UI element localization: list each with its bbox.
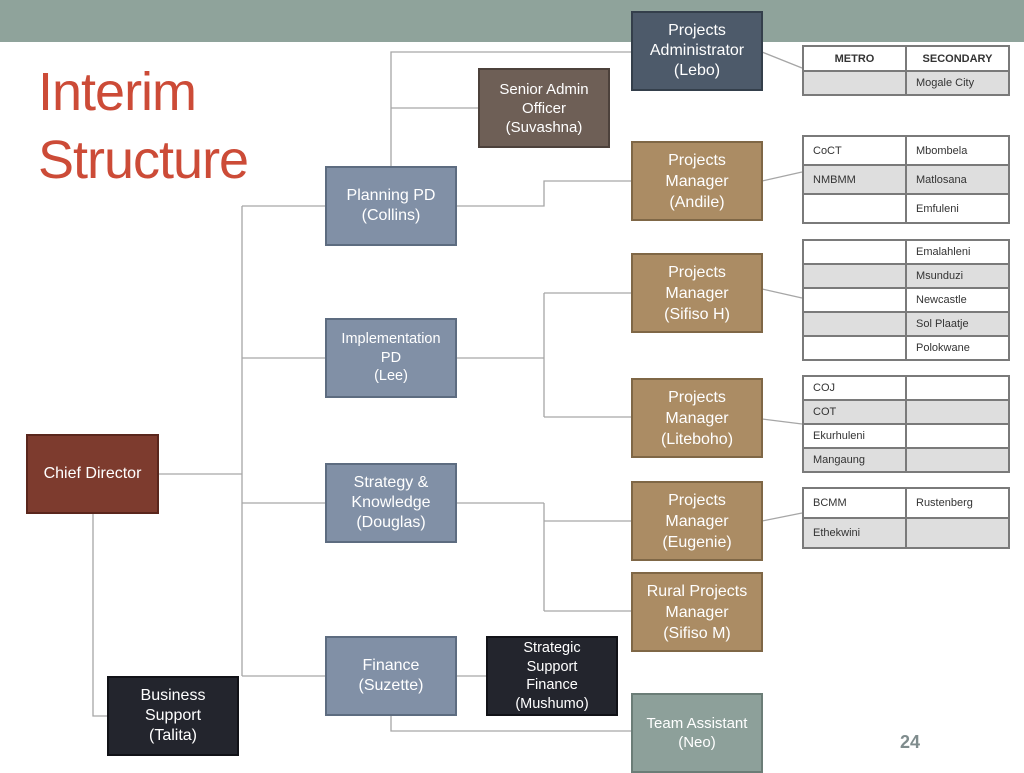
table-cell: NMBMM xyxy=(802,164,907,195)
chief-director-box: Chief Director xyxy=(26,434,159,514)
table-cell: Ekurhuleni xyxy=(802,423,907,449)
lebo-municipality-table: METRO SECONDARY Mogale City xyxy=(802,45,1010,96)
table-row: CoCT Mbombela xyxy=(802,135,1010,166)
table-cell xyxy=(905,375,1010,401)
projects-manager-eugenie-box: Projects Manager (Eugenie) xyxy=(631,481,763,561)
table-row: NMBMM Matlosana xyxy=(802,164,1010,195)
table-row: Ekurhuleni xyxy=(802,423,1010,449)
table-row: BCMM Rustenberg xyxy=(802,487,1010,519)
table-cell: COT xyxy=(802,399,907,425)
eugenie-municipality-table: BCMM Rustenberg Ethekwini xyxy=(802,487,1010,549)
business-support-box: Business Support (Talita) xyxy=(107,676,239,756)
rural-projects-manager-box: Rural Projects Manager (Sifiso M) xyxy=(631,572,763,652)
page-number: 24 xyxy=(900,732,921,752)
title-line-1: Interim xyxy=(38,62,197,122)
table-cell: Sol Plaatje xyxy=(905,311,1010,337)
table-cell xyxy=(802,311,907,337)
table-cell: BCMM xyxy=(802,487,907,519)
table-cell xyxy=(802,335,907,361)
team-assistant-box: Team Assistant (Neo) xyxy=(631,693,763,773)
projects-administrator-box: Projects Administrator (Lebo) xyxy=(631,11,763,91)
table-row: Emalahleni xyxy=(802,239,1010,265)
table-row: Ethekwini xyxy=(802,517,1010,549)
table-row: COT xyxy=(802,399,1010,425)
table-cell: Polokwane xyxy=(905,335,1010,361)
table-cell: Emfuleni xyxy=(905,193,1010,224)
table-cell xyxy=(905,423,1010,449)
table-cell: Emalahleni xyxy=(905,239,1010,265)
table-cell xyxy=(905,517,1010,549)
implementation-pd-box: Implementation PD (Lee) xyxy=(325,318,457,398)
metro-header: METRO xyxy=(802,45,907,72)
table-cell xyxy=(802,70,907,96)
table-cell: Ethekwini xyxy=(802,517,907,549)
table-row: Newcastle xyxy=(802,287,1010,313)
table-header-row: METRO SECONDARY xyxy=(802,45,1010,72)
senior-admin-officer-box: Senior Admin Officer (Suvashna) xyxy=(478,68,610,148)
table-row: Mogale City xyxy=(802,70,1010,96)
table-row: COJ xyxy=(802,375,1010,401)
secondary-header: SECONDARY xyxy=(905,45,1010,72)
planning-pd-box: Planning PD (Collins) xyxy=(325,166,457,246)
strategy-knowledge-box: Strategy & Knowledge (Douglas) xyxy=(325,463,457,543)
table-cell: Mangaung xyxy=(802,447,907,473)
projects-manager-liteboho-box: Projects Manager (Liteboho) xyxy=(631,378,763,458)
table-cell: Mogale City xyxy=(905,70,1010,96)
table-cell: Msunduzi xyxy=(905,263,1010,289)
table-row: Polokwane xyxy=(802,335,1010,361)
table-row: Sol Plaatje xyxy=(802,311,1010,337)
table-cell xyxy=(905,447,1010,473)
strategic-support-finance-box: Strategic Support Finance (Mushumo) xyxy=(486,636,618,716)
table-cell: Rustenberg xyxy=(905,487,1010,519)
table-cell xyxy=(802,287,907,313)
liteboho-municipality-table: COJ COT Ekurhuleni Mangaung xyxy=(802,375,1010,473)
projects-manager-sifiso-h-box: Projects Manager (Sifiso H) xyxy=(631,253,763,333)
table-cell xyxy=(802,193,907,224)
table-cell: Matlosana xyxy=(905,164,1010,195)
table-row: Emfuleni xyxy=(802,193,1010,224)
andile-municipality-table: CoCT Mbombela NMBMM Matlosana Emfuleni xyxy=(802,135,1010,224)
table-cell: CoCT xyxy=(802,135,907,166)
top-banner xyxy=(0,0,1024,42)
table-row: Mangaung xyxy=(802,447,1010,473)
sifiso-h-municipality-table: Emalahleni Msunduzi Newcastle Sol Plaatj… xyxy=(802,239,1010,361)
table-cell: Mbombela xyxy=(905,135,1010,166)
table-row: Msunduzi xyxy=(802,263,1010,289)
finance-box: Finance (Suzette) xyxy=(325,636,457,716)
table-cell: Newcastle xyxy=(905,287,1010,313)
table-cell xyxy=(802,239,907,265)
slide-title: Interim Structure xyxy=(38,58,249,194)
projects-manager-andile-box: Projects Manager (Andile) xyxy=(631,141,763,221)
table-cell xyxy=(802,263,907,289)
table-cell xyxy=(905,399,1010,425)
table-cell: COJ xyxy=(802,375,907,401)
title-line-2: Structure xyxy=(38,130,249,190)
